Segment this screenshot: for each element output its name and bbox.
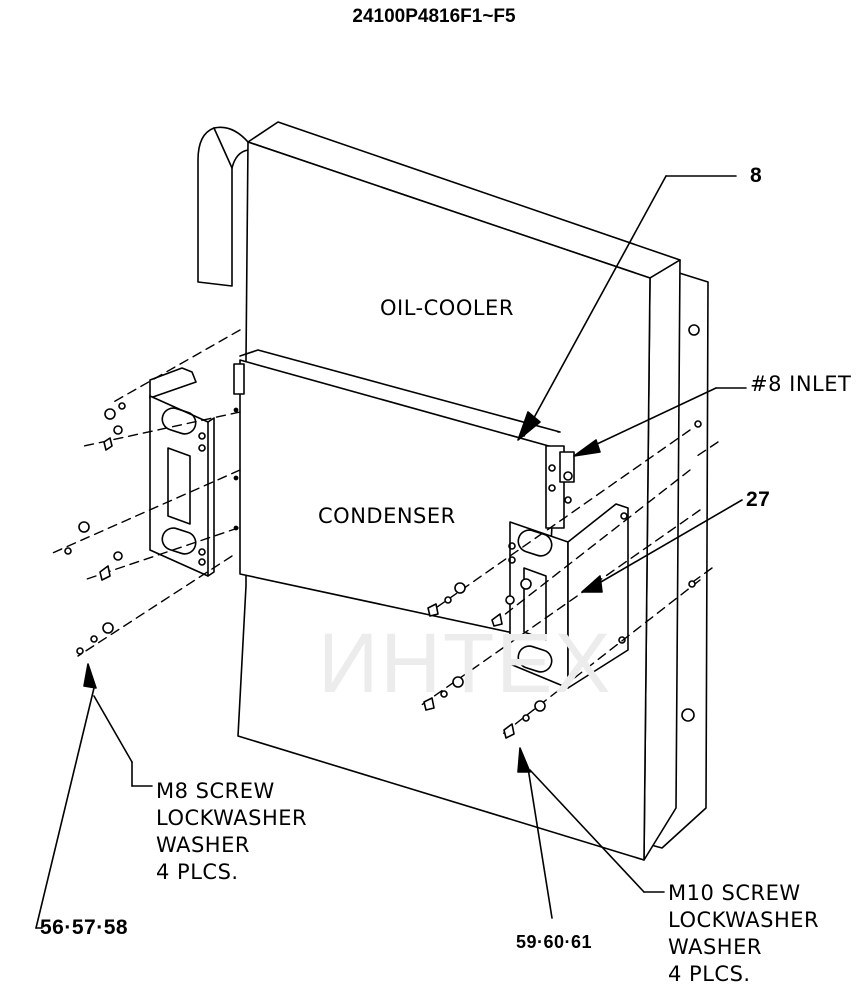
m10-line-1: M10 SCREW: [668, 881, 801, 905]
left-bracket: [149, 367, 215, 577]
hose-edge: [213, 127, 233, 169]
right-bracket: [508, 503, 629, 689]
leader-arrowhead-icon: [581, 575, 603, 593]
m10-part-numbers: 59·60·61: [516, 932, 593, 952]
leader-lines: [35, 175, 747, 929]
callout-8: 8: [750, 164, 763, 187]
m8-part-numbers: 56·57·58: [40, 916, 129, 939]
condenser-label: CONDENSER: [318, 504, 456, 528]
diagram-title: 24100P4816F1~F5: [352, 6, 516, 27]
leader-arrowhead-icon: [573, 439, 601, 457]
m8-line-3: WASHER: [156, 833, 250, 857]
leader-arrowhead-icon: [517, 747, 531, 773]
leader-arrowhead-icon: [83, 663, 97, 689]
plate-bolt-icon: [681, 708, 695, 722]
oil-cooler-label: OIL-COOLER: [380, 296, 514, 320]
alignment-lines: [47, 329, 719, 737]
m8-hardware-note: M8 SCREW LOCKWASHER WASHER 4 PLCS.: [156, 778, 307, 886]
m8-line-2: LOCKWASHER: [156, 806, 308, 830]
plate-bolt-icon: [688, 324, 700, 336]
m10-hardware-note: M10 SCREW LOCKWASHER WASHER 4 PLCS.: [668, 880, 819, 988]
hardware-set: [64, 402, 702, 739]
m10-line-3: WASHER: [668, 935, 762, 959]
callout-27: 27: [746, 488, 771, 511]
m10-line-2: LOCKWASHER: [668, 908, 820, 932]
m8-line-1: M8 SCREW: [156, 779, 275, 803]
m10-line-4: 4 PLCS.: [668, 962, 751, 986]
inlet-callout: #8 INLET: [750, 372, 852, 396]
watermark-text: ИНТЕХ: [318, 616, 613, 710]
upper-hose: [197, 126, 249, 287]
m8-line-4: 4 PLCS.: [156, 860, 239, 884]
leader-arrowhead-icon: [517, 411, 541, 441]
inlet-fitting: [545, 445, 575, 529]
